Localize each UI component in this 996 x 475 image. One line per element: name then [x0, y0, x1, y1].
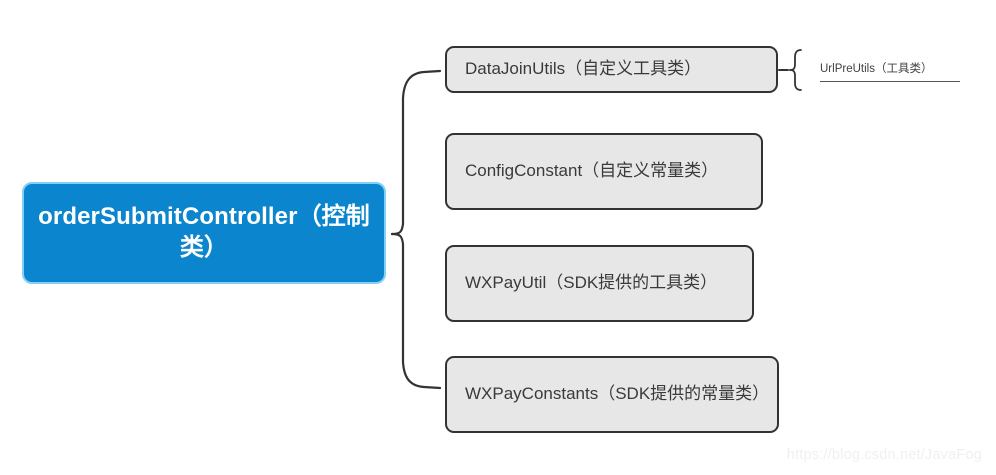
node-wxpay-constants[interactable]: WXPayConstants（SDK提供的常量类）	[445, 356, 779, 433]
node-label: WXPayUtil（SDK提供的工具类）	[465, 273, 718, 293]
node-order-submit-controller[interactable]: orderSubmitController（控制类）	[22, 182, 386, 284]
node-label: WXPayConstants（SDK提供的常量类）	[465, 384, 770, 404]
node-wxpay-util[interactable]: WXPayUtil（SDK提供的工具类）	[445, 245, 754, 322]
node-label: DataJoinUtils（自定义工具类）	[465, 59, 702, 79]
node-config-constant[interactable]: ConfigConstant（自定义常量类）	[445, 133, 763, 210]
node-url-pre-utils[interactable]: UrlPreUtils（工具类）	[820, 59, 960, 83]
node-label: orderSubmitController（控制类）	[38, 203, 370, 261]
node-label: UrlPreUtils（工具类）	[820, 63, 933, 75]
node-label: ConfigConstant（自定义常量类）	[465, 161, 719, 181]
node-data-join-utils[interactable]: DataJoinUtils（自定义工具类）	[445, 46, 778, 93]
watermark: https://blog.csdn.net/JavaFog	[786, 447, 982, 463]
